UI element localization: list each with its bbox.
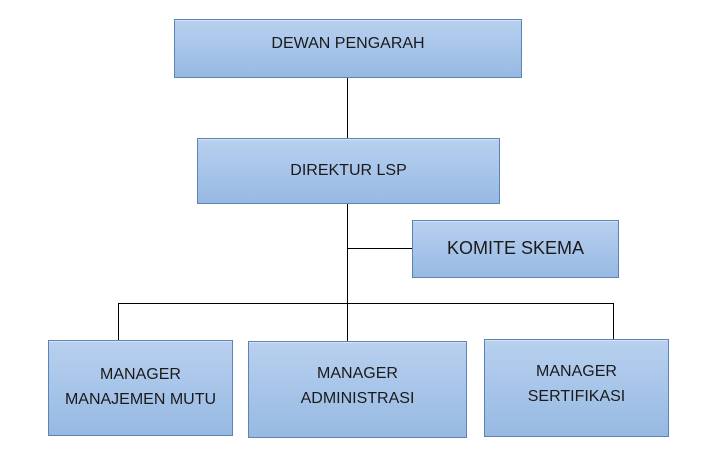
connector-manager-mutu	[118, 303, 119, 340]
connector-dewan-direktur	[347, 78, 348, 138]
manager-mutu-line2: MANAJEMEN MUTU	[64, 391, 217, 408]
komite-skema-box: KOMITE SKEMA	[412, 220, 619, 278]
manager-sertifikasi-box: MANAGER SERTIFIKASI	[484, 339, 669, 437]
manager-admin-line2: ADMINISTRASI	[300, 389, 415, 407]
connector-manager-sertifikasi	[613, 303, 614, 339]
connector-direktur-down	[347, 204, 348, 341]
manager-sert-line1: MANAGER	[536, 363, 617, 380]
connector-managers-horizontal	[118, 303, 614, 304]
dewan-pengarah-label: DEWAN PENGARAH	[271, 35, 425, 52]
direktur-box: DIREKTUR LSP	[197, 138, 500, 204]
dewan-pengarah-box: DEWAN PENGARAH	[174, 19, 522, 78]
manager-manajemen-mutu-box: MANAGER MANAJEMEN MUTU	[48, 340, 233, 436]
connector-komite	[347, 248, 412, 249]
direktur-label: DIREKTUR LSP	[290, 161, 407, 179]
manager-admin-line1: MANAGER	[317, 365, 398, 382]
manager-mutu-line1: MANAGER	[100, 366, 181, 384]
manager-sert-line2: SERTIFIKASI	[527, 387, 626, 405]
komite-skema-label: KOMITE SKEMA	[446, 238, 585, 259]
manager-administrasi-box: MANAGER ADMINISTRASI	[248, 341, 467, 438]
